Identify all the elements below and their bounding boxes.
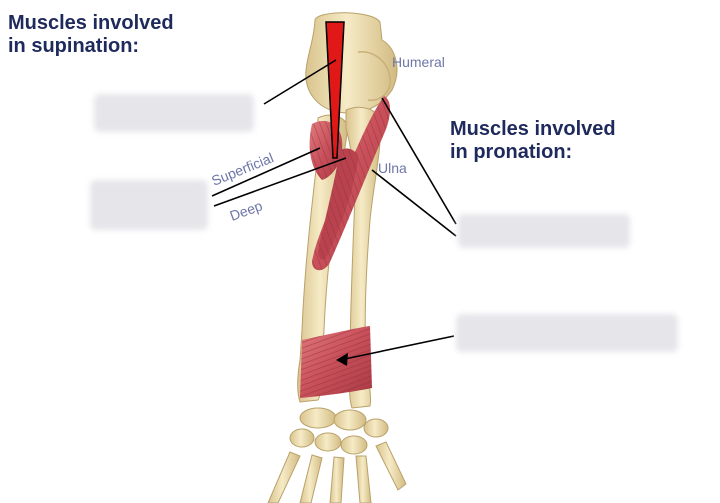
answer-box-supination-2[interactable] (90, 180, 208, 230)
leader-deep (213, 157, 347, 207)
heading-pronation-line2: in pronation: (450, 141, 573, 163)
leader-pronation-1 (381, 97, 457, 225)
leader-superficial (211, 147, 321, 197)
answer-box-supination-1[interactable] (94, 94, 254, 132)
heading-pronation-line1: Muscles involved (450, 118, 616, 140)
leader-lines (211, 59, 457, 361)
leader-supination-1 (263, 59, 337, 105)
heading-supination-line2: in supination: (8, 35, 140, 57)
leader-pronation-2 (371, 169, 457, 237)
red-marker-bar (325, 21, 345, 159)
pronator-quadratus-muscle (300, 326, 372, 398)
biceps-tendon (318, 148, 358, 260)
heading-pronation: Muscles involved in pronation: (450, 118, 616, 164)
answer-box-pronation-2[interactable] (456, 314, 678, 352)
answer-box-pronation-1[interactable] (458, 214, 630, 248)
label-humeral: Humeral (392, 54, 445, 70)
leader-pronation-3 (339, 335, 455, 361)
heading-supination-line1: Muscles involved (8, 12, 174, 34)
arrowhead-icon (336, 353, 348, 366)
wrist-bones (267, 407, 407, 503)
label-ulna: Ulna (378, 160, 407, 176)
heading-supination: Muscles involved in supination: (8, 12, 174, 58)
label-deep: Deep (228, 197, 265, 224)
